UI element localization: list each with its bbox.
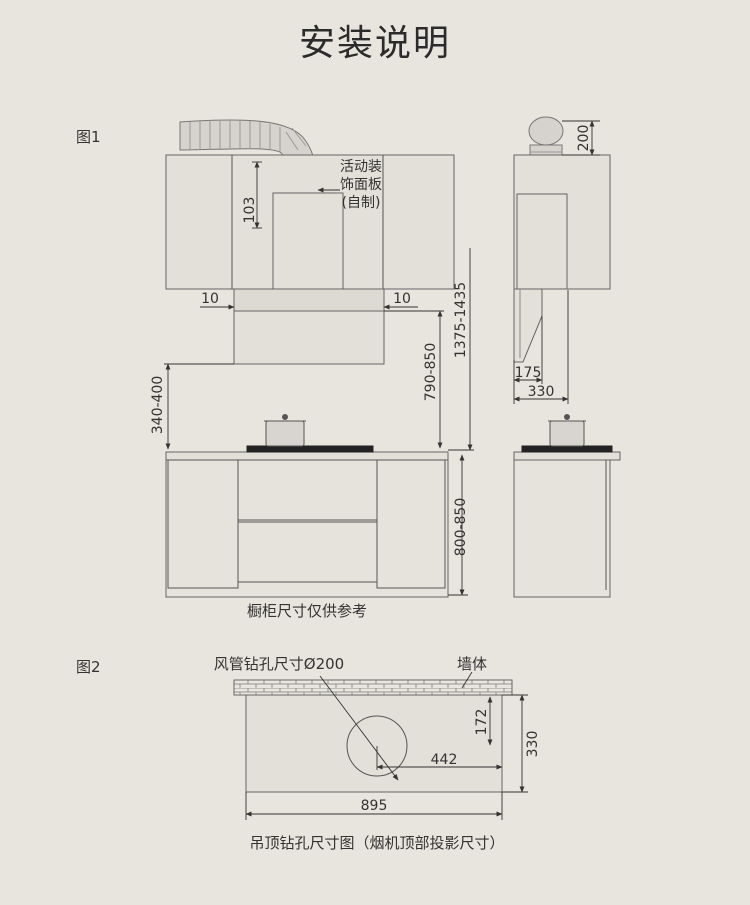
page-title: 安装说明: [298, 23, 451, 64]
base-cabinet: [165, 459, 449, 598]
base-door-right: [376, 459, 446, 589]
dim-340-400: 340-400: [150, 376, 166, 435]
front-view: [165, 119, 455, 598]
side-cooktop: [521, 445, 613, 453]
fig2-caption: 吊顶钻孔尺寸图（烟机顶部投影尺寸）: [249, 834, 505, 852]
hood-chimney: [272, 192, 344, 290]
hole-size-label: 风管钻孔尺寸Ø200: [214, 655, 344, 673]
dim-800-850: 800-850: [453, 498, 469, 557]
dim-330-side: 330: [528, 384, 555, 400]
figure-2-label: 图2: [76, 658, 101, 676]
side-hood-chimney: [516, 193, 568, 290]
dim-103: 103: [242, 197, 258, 224]
wall-label: 墙体: [457, 655, 487, 673]
wall-brick: [233, 679, 513, 696]
figure-1-label: 图1: [76, 128, 101, 146]
dim-790-850: 790-850: [423, 343, 439, 402]
side-countertop: [513, 451, 621, 461]
dim-10-right: 10: [393, 291, 411, 307]
countertop: [165, 451, 449, 461]
pot-icon: [264, 414, 306, 447]
dim-895: 895: [361, 798, 388, 814]
side-hood-body: [513, 288, 543, 363]
front-dimensions: [164, 161, 474, 596]
dim-330-plan: 330: [525, 731, 541, 758]
side-pot-icon: [548, 414, 586, 447]
front-dimension-texts: 103 10 10 活动装 饰面板 (自制) 790-850 1375-1435…: [150, 159, 469, 556]
hood-body: [233, 310, 385, 365]
ceiling-dimensions: [245, 671, 528, 820]
side-dimensions: [513, 120, 600, 404]
dim-442: 442: [431, 752, 458, 768]
fig1-caption: 橱柜尺寸仅供参考: [246, 602, 367, 620]
dim-200: 200: [576, 125, 592, 152]
dim-10-left: 10: [201, 291, 219, 307]
ceiling-plan: [233, 679, 513, 793]
side-dimension-texts: 200 175 330: [515, 125, 592, 400]
dim-175: 175: [515, 365, 542, 381]
panel-note-line-3: (自制): [342, 195, 381, 211]
panel-note-line-1: 活动装: [340, 159, 382, 175]
dim-1375-1435: 1375-1435: [453, 282, 469, 358]
panel-note-line-2: 饰面板: [340, 177, 382, 193]
hood-top: [233, 288, 385, 312]
side-base-cabinet: [513, 459, 611, 598]
side-view: [513, 116, 621, 598]
dim-172: 172: [474, 709, 490, 736]
cooktop: [246, 445, 374, 453]
ceiling-texts: 风管钻孔尺寸Ø200 墙体 172 442 330 895: [214, 655, 541, 814]
